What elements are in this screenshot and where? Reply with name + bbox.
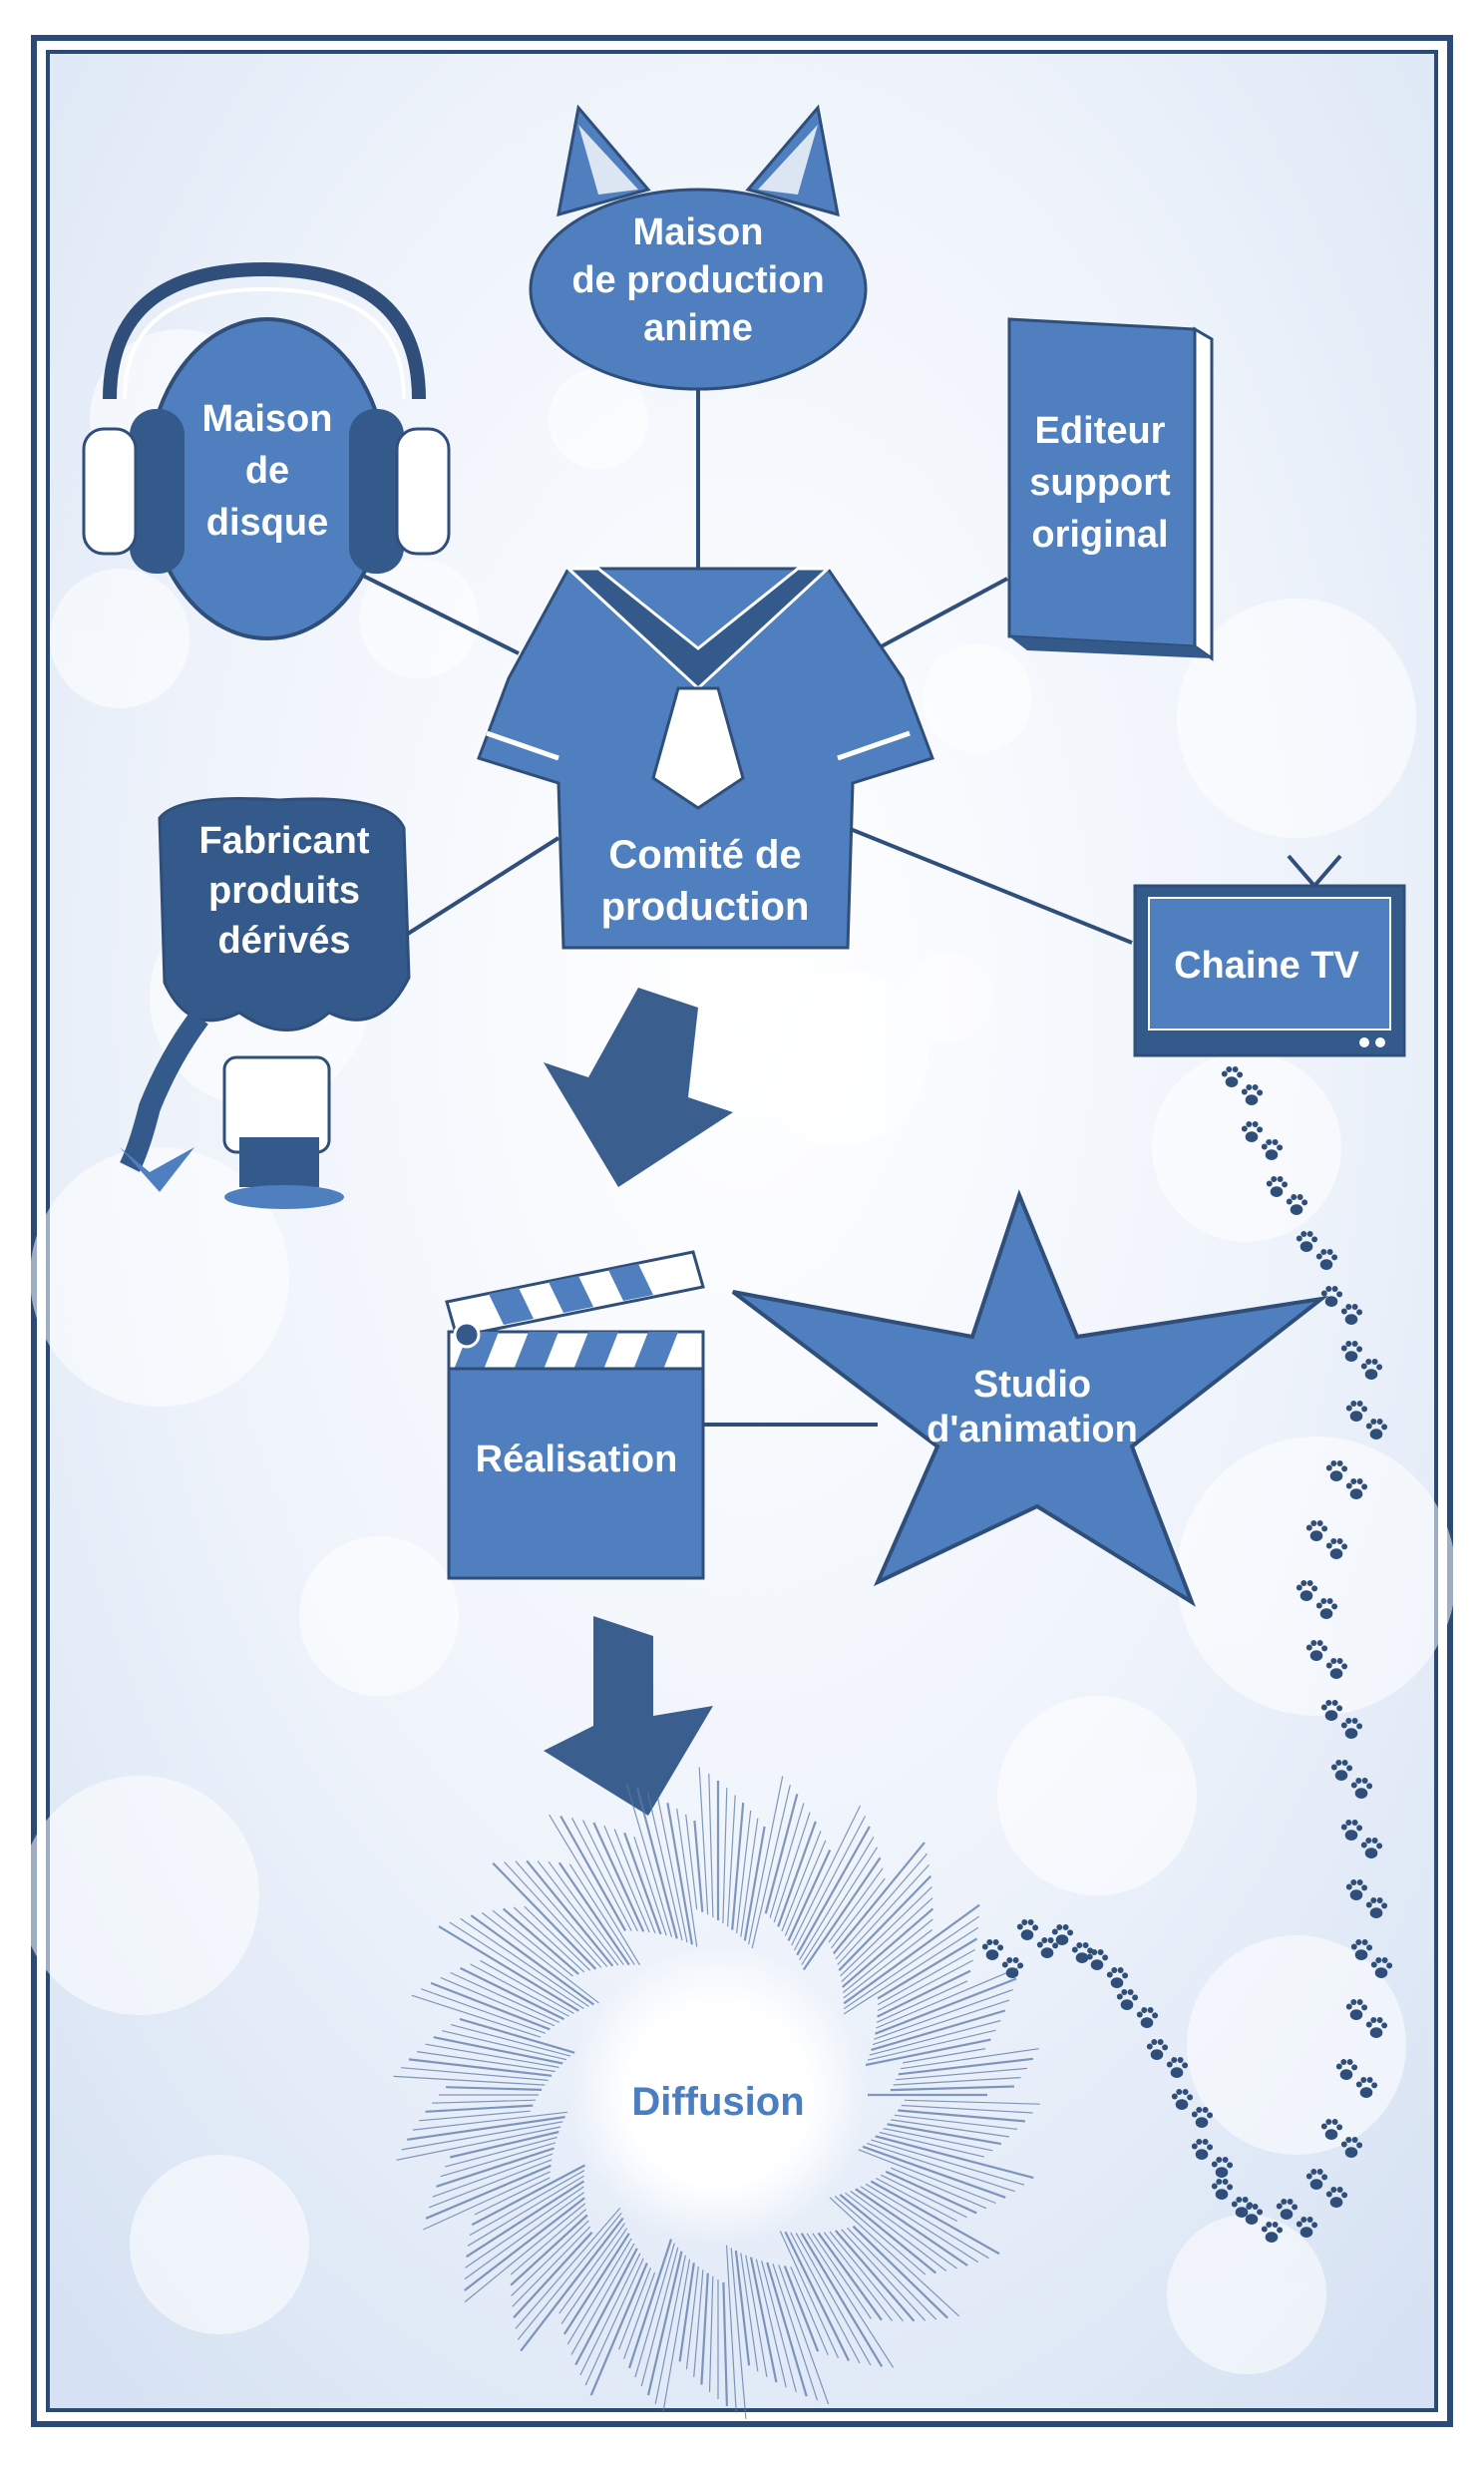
publisher-line-2: support <box>1029 462 1171 504</box>
cat-head-icon <box>529 188 868 391</box>
star-icon <box>731 1189 1329 1607</box>
committee-line-1: Comité de <box>608 833 801 877</box>
direction-label: Réalisation <box>476 1439 678 1480</box>
merch-line-2: produits <box>208 870 360 912</box>
outer-frame <box>31 35 1453 2427</box>
tv-node: Chaine TV <box>1133 854 1406 1057</box>
publisher-line-3: original <box>1031 514 1168 556</box>
record-label-line-3: disque <box>206 502 328 544</box>
merch-line-3: dérivés <box>217 920 350 962</box>
anime-house-line-2: de production <box>571 259 824 301</box>
clapperboard-icon <box>447 1367 705 1580</box>
arrow-down-1 <box>544 988 733 1187</box>
burst-icon <box>393 1767 1040 2419</box>
record-label-line-1: Maison <box>202 398 333 440</box>
tv-label: Chaine TV <box>1174 945 1359 987</box>
committee-line-2: production <box>601 885 810 929</box>
headphones-band <box>103 261 426 400</box>
arrow-down-2 <box>544 1616 713 1816</box>
publisher-line-1: Editeur <box>1035 410 1166 452</box>
anime-house-line-3: anime <box>643 307 753 349</box>
studio-node: Studio d'animation <box>731 1189 1329 1607</box>
merch-line-1: Fabricant <box>198 820 369 862</box>
studio-line-2: d'animation <box>927 1409 1138 1450</box>
connector-lines <box>358 384 1133 1427</box>
record-label-node: Maison de disque <box>82 261 451 640</box>
committee-node: Comité de production <box>477 567 934 950</box>
line-tv-committee <box>847 826 1133 945</box>
direction-node: Réalisation <box>445 1250 705 1580</box>
chibi-girl-icon <box>158 797 411 1031</box>
broadcast-label: Diffusion <box>631 2080 804 2124</box>
studio-line-1: Studio <box>973 1364 1091 1406</box>
broadcast-node: Diffusion <box>393 1767 1040 2419</box>
merch-node: Fabricant produits dérivés <box>120 797 411 1209</box>
anime-house-line-1: Maison <box>633 211 764 253</box>
record-label-line-2: de <box>245 450 289 492</box>
anime-house-node: Maison de production anime <box>529 104 868 391</box>
line-publisher-committee <box>877 577 1008 650</box>
line-record-committee <box>358 572 520 655</box>
publisher-node: Editeur support original <box>1007 317 1214 661</box>
line-merch-committee <box>387 836 560 948</box>
